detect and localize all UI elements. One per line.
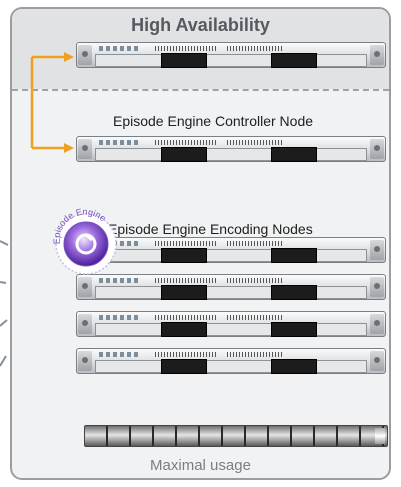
usage-meter-icon	[84, 425, 388, 447]
diagram-title: High Availability	[131, 15, 270, 35]
controller-node-server	[76, 136, 386, 162]
high-availability-divider	[12, 89, 389, 91]
encoding-node-server	[76, 348, 386, 374]
controller-node-label: Episode Engine Controller Node	[113, 113, 314, 129]
encoding-node-server	[76, 311, 386, 337]
standby-controller-server	[76, 42, 386, 68]
episode-engine-logo-icon: Episode Engine	[52, 207, 117, 275]
encoding-nodes-label: Episode Engine Encoding Nodes	[108, 221, 313, 237]
encoding-node-server	[76, 274, 386, 300]
encoding-node-server	[76, 237, 386, 263]
incoming-arrows-icon	[0, 240, 9, 367]
cluster-diagram-panel: High Availability Episode Engine Control…	[10, 7, 391, 480]
usage-caption: Maximal usage	[150, 457, 251, 474]
